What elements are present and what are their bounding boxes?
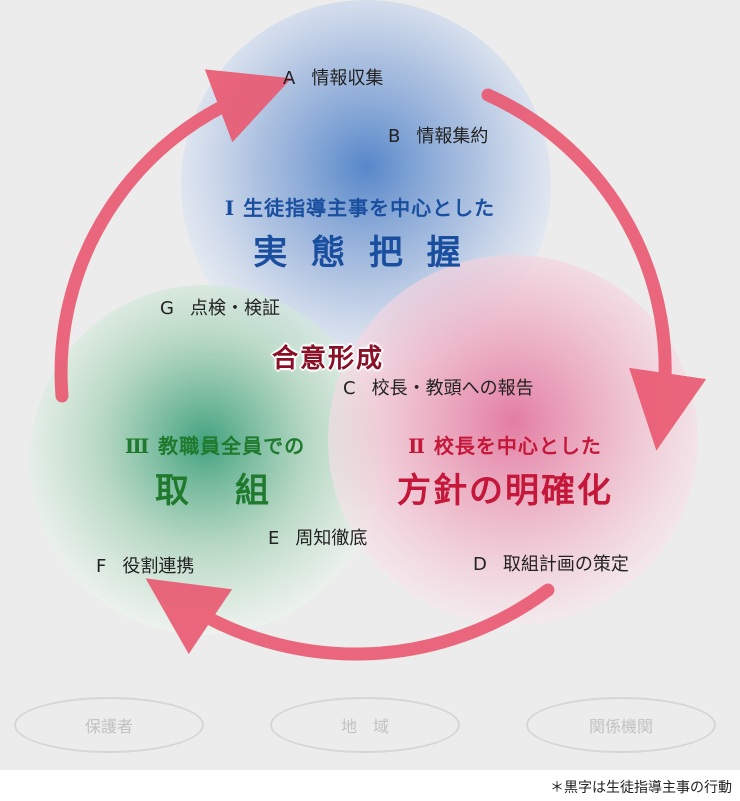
arrow-left-up bbox=[54, 69, 292, 403]
circle-right-houshin bbox=[328, 255, 698, 625]
arrow-right-down bbox=[481, 88, 707, 451]
venn-diagram bbox=[30, 0, 707, 661]
circle-left-title: 取 組 bbox=[155, 471, 275, 511]
circle-left-torikumi bbox=[30, 285, 380, 635]
stakeholder-agencies: 関係機関 bbox=[526, 697, 716, 753]
circle-right-title: 方針の明確化 bbox=[397, 471, 613, 511]
circle-top-title: 実 態 把 握 bbox=[253, 233, 467, 273]
center-label: 合意形成 bbox=[272, 344, 385, 374]
stakeholder-guardians: 保護者 bbox=[14, 697, 204, 753]
arrow-bottom-left bbox=[145, 578, 555, 661]
stakeholder-community: 地 域 bbox=[270, 697, 460, 753]
footnote: ＊黒字は生徒指導主事の行動 bbox=[550, 780, 732, 796]
